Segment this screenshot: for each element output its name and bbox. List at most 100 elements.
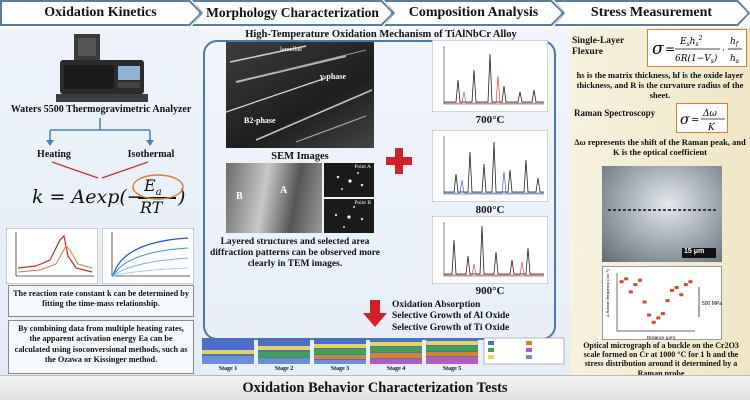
activation-energy-note: By combining data from multiple heating …: [8, 320, 194, 374]
svg-text:Eshs2: Eshs2: [679, 35, 703, 48]
xrd-900-label: 900°C: [475, 285, 505, 297]
xrd-800-label: 800°C: [475, 204, 505, 216]
header-step-3-label: Composition Analysis: [408, 5, 539, 20]
header-step-2-label: Morphology Characterization: [206, 5, 379, 20]
footer-bar: Oxidation Behavior Characterization Test…: [0, 375, 750, 400]
raman-label: Raman Spectroscopy: [574, 108, 656, 118]
xrd-900-chart: [432, 216, 548, 284]
equation-numerator: Ea: [144, 176, 162, 199]
raman-data-point: [651, 320, 656, 324]
stage-1-label: Stage 1: [218, 366, 238, 372]
svg-text:Δω: Δω: [702, 109, 717, 119]
stage-strip: Stage 1 Stage 2 Stage 3 Stage 4 Stage 5: [200, 336, 568, 374]
fraction-bar: [138, 197, 176, 199]
tem-caption: Layered structures and selected area dif…: [209, 237, 380, 269]
diffraction-pattern-b: Point B: [324, 199, 374, 233]
header-step-4-label: Stress Measurement: [590, 5, 713, 20]
al-oxide-growth-text: Selective Growth of Al Oxide: [392, 311, 510, 322]
equation-prefix: k = Aexp(−: [32, 186, 143, 208]
heating-label: Heating: [37, 149, 71, 160]
raman-stress-chart: 500 MPa Δ Raman frequency (cm⁻¹) Distanc…: [605, 269, 722, 340]
raman-data-point: [637, 278, 642, 282]
raman-formula-render: σ = Δω K: [680, 109, 725, 133]
svg-text:hs: hs: [730, 54, 739, 65]
svg-text:σ: σ: [652, 39, 664, 59]
highlight-ellipse: [132, 174, 184, 200]
raman-ylabel: Δ Raman frequency (cm⁻¹): [605, 269, 610, 317]
raman-data-point: [670, 288, 675, 292]
sem-images-label: SEM Images: [271, 151, 329, 162]
flexure-description: hs is the matrix thickness, hf is the ox…: [576, 70, 744, 101]
header-step-3: Composition Analysis: [385, 1, 562, 25]
raman-data-point: [683, 283, 688, 287]
flexure-formula-render: σ = Eshs2 6R(1−Vs) · hf hs: [652, 35, 742, 65]
stage-2-label: Stage 2: [274, 366, 294, 372]
raman-data-point: [674, 286, 679, 289]
raman-data-point: [665, 299, 670, 303]
footer-title: Oxidation Behavior Characterization Test…: [242, 379, 508, 396]
b2-phase-label: B2-phase: [244, 116, 276, 125]
svg-text:hf: hf: [730, 37, 740, 48]
rate-equation: k = Aexp(− Ea RT ): [10, 174, 195, 218]
point-b-label: Point B: [354, 200, 371, 206]
svg-text:σ: σ: [680, 112, 690, 128]
instrument-label: Waters 5500 Thermogravimetric Analyzer: [10, 104, 192, 115]
micrograph-overlay: [608, 209, 716, 258]
diffraction-dots-a: [336, 171, 364, 191]
flexure-formula: σ = Eshs2 6R(1−Vs) · hf hs: [647, 29, 747, 67]
stage-5-label: Stage 5: [442, 366, 462, 372]
raman-data-point: [628, 290, 633, 294]
raman-formula: σ = Δω K: [676, 103, 728, 133]
ti-oxide-growth-text: Selective Growth of Ti Oxide: [392, 322, 510, 333]
tem-label-a: A: [280, 185, 288, 196]
raman-chart-frame: 500 MPa Δ Raman frequency (cm⁻¹) Distanc…: [602, 266, 722, 340]
header-step-2: Morphology Characterization: [193, 1, 392, 25]
raman-data-point: [624, 277, 629, 281]
rate-constant-note: The reaction rate constant k can be dete…: [8, 285, 194, 317]
sem-texture: [226, 45, 373, 143]
header-step-1-label: Oxidation Kinetics: [44, 5, 157, 20]
header-step-1: Oxidation Kinetics: [1, 1, 200, 25]
tga-isothermal-plot: [102, 228, 194, 284]
single-layer-label: Single-Layer Flexure: [572, 36, 625, 57]
lamellae-label: lamellae: [280, 46, 303, 53]
raman-data-point: [647, 313, 652, 317]
raman-data-point: [642, 300, 647, 304]
svg-text:K: K: [707, 123, 716, 133]
tga-heating-plot: [6, 228, 98, 284]
raman-axis-lines: [616, 273, 695, 332]
plus-icon: [386, 148, 412, 174]
raman-points: [619, 277, 693, 324]
mechanism-title: High-Temperature Oxidation Mechanism of …: [245, 29, 517, 40]
branch-connector: [46, 118, 154, 146]
tem-label-b: B: [236, 191, 243, 202]
stage-diagrams: [202, 337, 565, 365]
point-a-label: Point A: [354, 164, 371, 170]
svg-text:=: =: [665, 42, 675, 56]
stage-3-label: Stage 3: [330, 366, 350, 372]
growth-steps: Oxidation Absorption Selective Growth of…: [392, 300, 510, 334]
gamma-phase-label: γ-phase: [320, 72, 346, 81]
micrograph-caption: Optical micrograph of a buckle on the Cr…: [583, 341, 739, 378]
stage-4-label: Stage 4: [386, 366, 406, 372]
oxidation-absorption-text: Oxidation Absorption: [392, 300, 481, 310]
raman-xlabel: Distance (μm): [647, 335, 676, 340]
svg-text:·: ·: [722, 46, 725, 56]
stage-labels: Stage 1 Stage 2 Stage 3 Stage 4 Stage 5: [200, 366, 484, 372]
tem-image: B A: [226, 163, 322, 233]
equation-suffix: ): [178, 186, 186, 208]
raman-data-point: [679, 293, 684, 297]
raman-data-point: [633, 283, 638, 287]
diffraction-dots-b: [334, 205, 364, 229]
sem-image: lamellae γ-phase B2-phase: [226, 42, 374, 148]
optical-micrograph: 15 μm: [602, 166, 722, 262]
down-arrow-icon: [363, 300, 387, 327]
xrd-800-chart: [432, 130, 548, 202]
svg-text:=: =: [691, 115, 699, 126]
xrd-700-chart: [432, 40, 548, 112]
scalebar-label: 15 μm: [684, 248, 705, 255]
stress-scale-label: 500 MPa: [702, 301, 722, 307]
converge-arrows: [51, 161, 149, 179]
xrd-700-label: 700°C: [475, 114, 505, 126]
raman-axes: [616, 273, 695, 332]
